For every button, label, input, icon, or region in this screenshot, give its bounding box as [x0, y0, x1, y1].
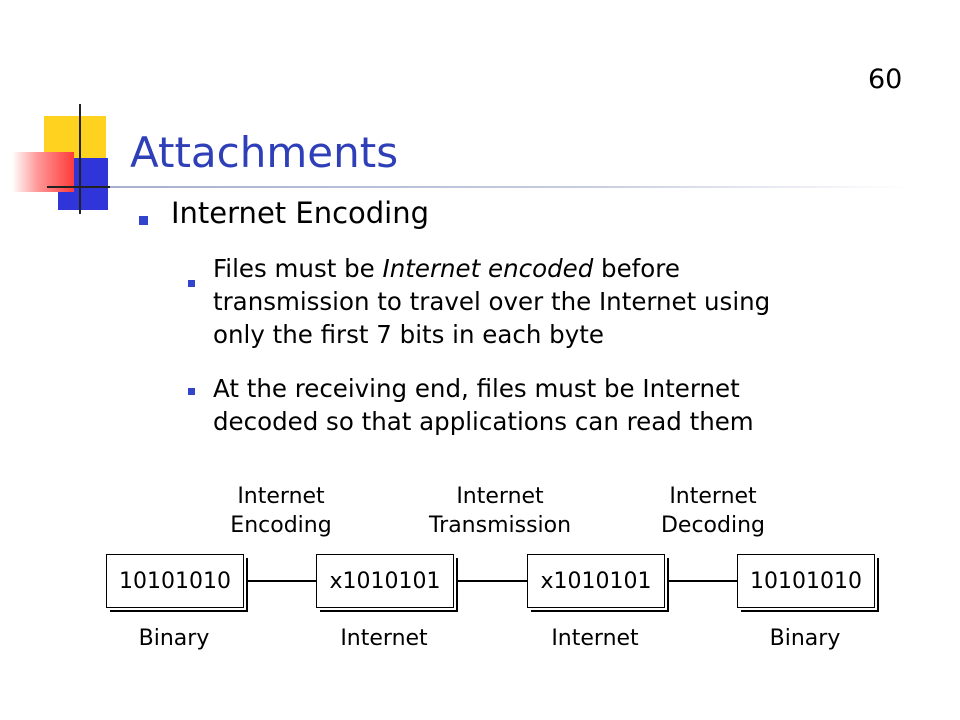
text-line: only the first 7 bits in each byte [213, 320, 604, 349]
text-line: decoded so that applications can read th… [213, 407, 754, 436]
sub-bullet-encoding-text: Files must be Internet encoded before tr… [213, 252, 893, 351]
text-line: At the receiving end, files must be Inte… [213, 374, 740, 403]
stage-line: Internet [237, 484, 325, 509]
text-segment: Files must be [213, 254, 383, 283]
slide-title: Attachments [130, 128, 399, 177]
data-box-internet-transmitted: x1010101 [527, 554, 668, 611]
bullet-internet-encoding: Internet Encoding [171, 196, 430, 230]
stage-line: Decoding [660, 513, 766, 538]
text-line: Files must be Internet encoded before [213, 252, 893, 285]
stage-label-decoding: Internet Decoding [648, 482, 778, 540]
box-label: Binary [138, 626, 210, 651]
title-underline [110, 186, 910, 188]
data-box-binary-decoded: 10101010 [737, 554, 878, 611]
logo-vertical-line [79, 104, 81, 214]
box-label: Internet [340, 626, 428, 651]
box-label: Binary [769, 626, 841, 651]
emphasis-text: Internet encoded [382, 254, 594, 283]
connector-line [456, 580, 527, 582]
stage-label-transmission: Internet Transmission [420, 482, 580, 540]
connector-line [246, 580, 316, 582]
logo-red-gradient [12, 152, 74, 192]
text-segment: before [593, 254, 680, 283]
logo-horizontal-line [47, 186, 122, 188]
stage-line: Internet [669, 484, 757, 509]
data-box-internet-encoded: x1010101 [316, 554, 457, 611]
stage-line: Encoding [230, 513, 332, 538]
box-label: Internet [551, 626, 639, 651]
stage-line: Transmission [428, 513, 572, 538]
connector-line [667, 580, 737, 582]
sub-bullet-square-icon [188, 280, 195, 287]
text-line: transmission to travel over the Internet… [213, 287, 771, 316]
bullet-square-icon [139, 216, 148, 225]
stage-label-encoding: Internet Encoding [216, 482, 346, 540]
sub-bullet-decoding-text: At the receiving end, files must be Inte… [213, 372, 893, 438]
sub-bullet-square-icon [188, 388, 195, 395]
slide-number: 60 [868, 64, 903, 95]
stage-line: Internet [456, 484, 544, 509]
data-box-binary-source: 10101010 [106, 554, 247, 611]
